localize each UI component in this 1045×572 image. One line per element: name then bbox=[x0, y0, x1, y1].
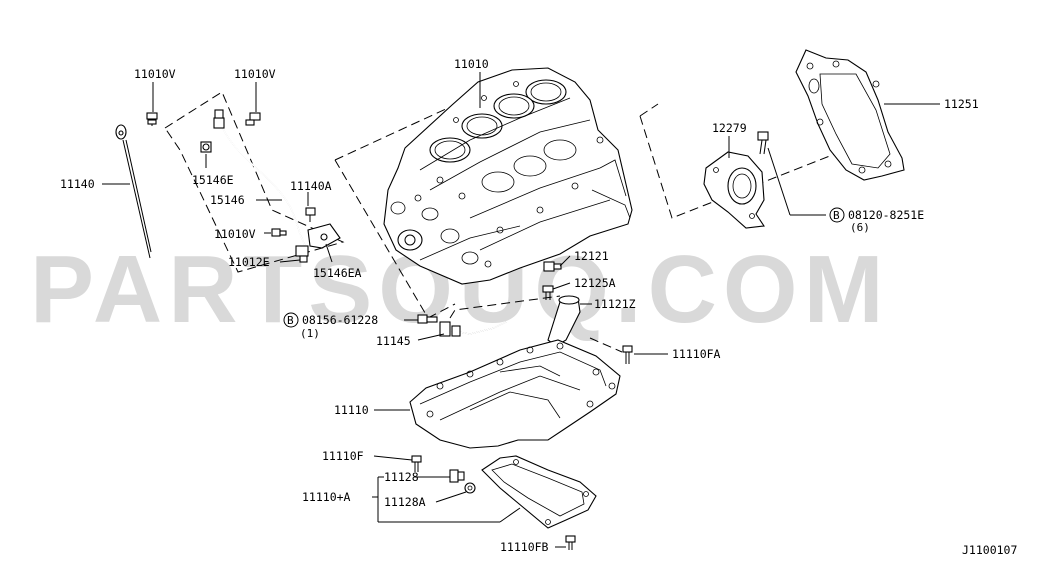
label-08156-qty: (1) bbox=[300, 327, 320, 340]
oil-tube-11145-part[interactable] bbox=[439, 321, 507, 337]
plug-12121-part[interactable] bbox=[543, 261, 562, 272]
label-11110: 11110 bbox=[334, 403, 369, 417]
label-08120-qty: (6) bbox=[850, 221, 870, 234]
label-12125a: 12125A bbox=[574, 276, 616, 290]
label-12121: 12121 bbox=[574, 249, 609, 263]
label-11110fb: 11110FB bbox=[500, 540, 549, 554]
bolt-11010v-right[interactable] bbox=[245, 112, 261, 126]
label-08120-group: B 08120-8251E (6) bbox=[829, 207, 924, 234]
diagram-code: J1100107 bbox=[962, 543, 1017, 557]
label-11110f: 11110F bbox=[322, 449, 364, 463]
rear-oil-seal-part[interactable] bbox=[703, 131, 769, 229]
label-11140: 11140 bbox=[60, 177, 95, 191]
label-11251: 11251 bbox=[944, 97, 979, 111]
label-08156-61228: 08156-61228 bbox=[302, 313, 378, 327]
label-11010: 11010 bbox=[454, 57, 489, 71]
rear-plate-part[interactable] bbox=[795, 49, 905, 181]
oil-pan-upper-part[interactable] bbox=[409, 339, 621, 449]
label-11140a: 11140A bbox=[290, 179, 332, 193]
strainer-11121z-part[interactable] bbox=[547, 295, 581, 347]
washer-11128a-part[interactable] bbox=[464, 482, 476, 494]
cylinder-block-part[interactable] bbox=[383, 67, 633, 285]
bolt-11010v-left[interactable] bbox=[146, 112, 158, 126]
label-11128: 11128 bbox=[384, 470, 419, 484]
label-11010v-c: 11010V bbox=[214, 227, 256, 241]
label-15146ea: 15146EA bbox=[313, 266, 362, 280]
oil-gauge-guide-tube-part[interactable] bbox=[200, 109, 341, 263]
label-11128a: 11128A bbox=[384, 495, 426, 509]
bolt-11110fa-part[interactable] bbox=[622, 345, 633, 364]
label-11012e: 11012E bbox=[228, 255, 270, 269]
label-15146e: 15146E bbox=[192, 173, 234, 187]
bolt-11110f-part[interactable] bbox=[411, 455, 422, 472]
bolt-11110fb-part[interactable] bbox=[565, 535, 576, 550]
oil-level-gauge-part[interactable] bbox=[115, 124, 152, 259]
label-15146: 15146 bbox=[210, 193, 245, 207]
label-08120-8251e: 08120-8251E bbox=[848, 208, 924, 222]
label-12279: 12279 bbox=[712, 121, 747, 135]
bolt-symbol-b: B bbox=[833, 209, 840, 222]
leader-lines bbox=[102, 72, 940, 548]
oil-pan-lower-part[interactable] bbox=[481, 455, 597, 529]
dashed-group-outlines bbox=[164, 91, 846, 353]
label-11145: 11145 bbox=[376, 334, 411, 348]
label-11010v-b: 11010V bbox=[234, 67, 276, 81]
bolt-08156-part[interactable] bbox=[417, 314, 438, 324]
label-08156-group: B 08156-61228 (1) bbox=[283, 312, 378, 340]
label-11110fa: 11110FA bbox=[672, 347, 721, 361]
label-11121z: 11121Z bbox=[594, 297, 636, 311]
bolt-symbol-b-2: B bbox=[287, 314, 294, 327]
drain-plug-11128-part[interactable] bbox=[449, 469, 465, 483]
label-11110-a: 11110+A bbox=[302, 490, 351, 504]
part-labels: 11010 11010V 11010V 11140 15146E 15146 1… bbox=[60, 57, 1017, 557]
label-11010v-a: 11010V bbox=[134, 67, 176, 81]
